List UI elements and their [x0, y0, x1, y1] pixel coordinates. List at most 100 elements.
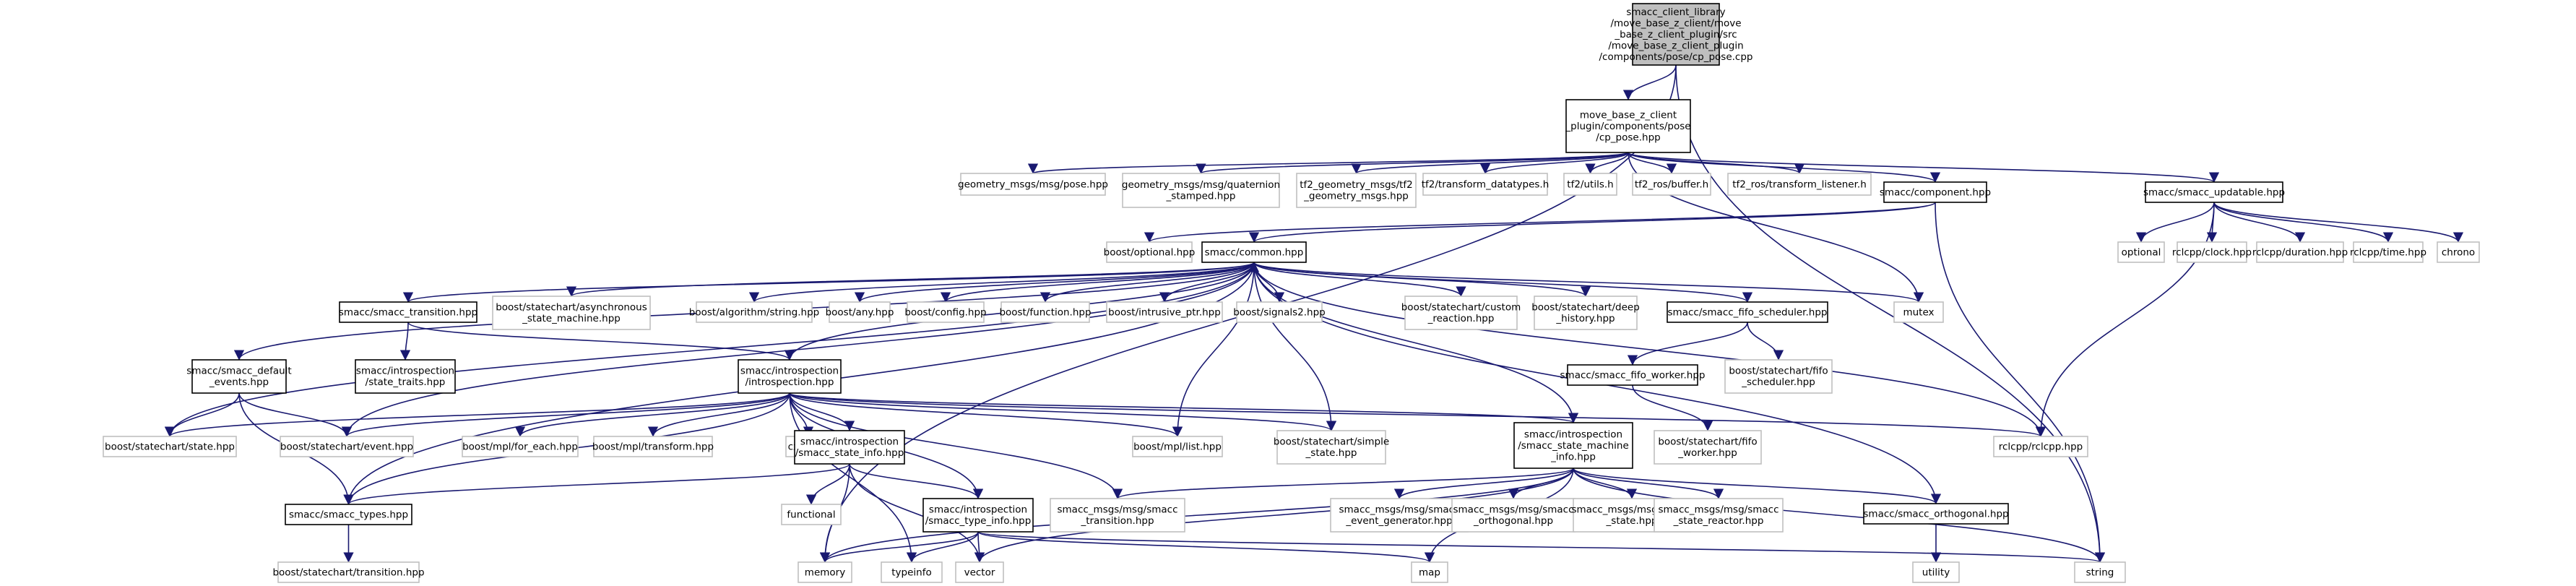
- node-label-line: boost/statechart/simple: [1274, 436, 1389, 448]
- node-box: [277, 561, 420, 583]
- node-boost-optional: boost/optional.hpp: [1104, 241, 1196, 263]
- node-tf2-transform-datatypes: tf2/transform_datatypes.h: [1422, 173, 1549, 196]
- node-tf2-ros-listener: tf2_ros/transform_listener.h: [1727, 173, 1872, 196]
- edge-sm_info-to-orthogonal_hpp: [1573, 467, 1941, 504]
- node-state-traits[interactable]: smacc/introspection/state_traits.hpp: [355, 359, 456, 394]
- node-introspection-hpp[interactable]: smacc/introspection/introspection.hpp: [738, 359, 842, 394]
- node-fifo-scheduler[interactable]: smacc/smacc_fifo_scheduler.hpp: [1667, 301, 1828, 323]
- node-common-hpp[interactable]: smacc/common.hpp: [1201, 241, 1307, 263]
- node-label-line: smacc_msgs/msg/smacc: [1058, 504, 1178, 516]
- node-box: [1893, 301, 1944, 323]
- node-label-line: smacc/smacc_default: [186, 366, 291, 377]
- node-rclcpp-clock: rclcpp/clock.hpp: [2172, 241, 2252, 263]
- edges-layer: [164, 64, 2464, 563]
- node-box: [1411, 561, 1448, 583]
- node-functional: functional: [781, 504, 842, 525]
- node-chrono: chrono: [2437, 241, 2480, 263]
- node-box: [1883, 181, 1987, 203]
- node-type-info[interactable]: smacc/introspection/smacc_type_info.hpp: [922, 498, 1034, 533]
- node-box: [2074, 561, 2126, 583]
- node-smacc-types[interactable]: smacc/smacc_types.hpp: [285, 504, 412, 525]
- edge-type_info-to-string: [977, 531, 2105, 563]
- node-box: [1422, 173, 1548, 196]
- node-box: [794, 430, 905, 465]
- node-label-line: _history.hpp: [1555, 313, 1615, 324]
- node-label-line: smacc/smacc_fifo_worker.hpp: [1560, 369, 1706, 381]
- node-box: [1654, 430, 1762, 465]
- node-label-line: _event_generator.hpp: [1345, 515, 1452, 527]
- node-root[interactable]: smacc_client_library/move_base_z_client/…: [1599, 3, 1753, 66]
- node-label-line: boost/statechart/state.hpp: [105, 441, 235, 452]
- node-box: [593, 436, 713, 457]
- node-label-line: boost/mpl/for_each.hpp: [462, 441, 578, 452]
- node-label-line: /components/pose/cp_pose.cpp: [1599, 51, 1753, 63]
- node-sm-info[interactable]: smacc/introspection/smacc_state_machine_…: [1513, 422, 1633, 469]
- edge-common_hpp-to-fifo_scheduler: [1253, 262, 1752, 303]
- edge-introspection_hpp-to-typeinfo: [789, 392, 917, 563]
- node-box: [1654, 498, 1784, 533]
- edge-fifo_worker-to-boost_fifo_worker: [1632, 384, 1713, 431]
- node-label-line: boost/statechart/custom: [1401, 302, 1521, 314]
- node-default-events[interactable]: smacc/smacc_default_events.hpp: [186, 359, 292, 394]
- edge-updatable_hpp-to-rclcpp_hpp: [2035, 202, 2215, 437]
- edge-introspection_hpp-to-boost_mpl_transform: [647, 392, 790, 437]
- edge-type_info-to-typeinfo: [906, 531, 979, 563]
- edge-common_hpp-to-sm_info: [1253, 262, 1579, 423]
- edge-updatable_hpp-to-chrono: [2213, 202, 2464, 243]
- edge-introspection_hpp-to-state_info: [789, 392, 855, 431]
- node-box: [191, 359, 287, 394]
- node-label-line: boost/statechart/asynchronous: [496, 302, 647, 314]
- edge-smacc_transition-to-state_traits: [399, 322, 411, 361]
- edge-common_hpp-to-boost_function: [1040, 262, 1255, 303]
- node-label-line: rclcpp/clock.hpp: [2172, 246, 2252, 258]
- node-label-line: smacc/smacc_updatable.hpp: [2143, 186, 2285, 198]
- node-box: [462, 436, 579, 457]
- node-label-line: boost/optional.hpp: [1104, 246, 1196, 258]
- node-label-line: smacc/introspection: [929, 504, 1027, 516]
- node-orthogonal-hpp[interactable]: smacc/smacc_orthogonal.hpp: [1863, 503, 2009, 525]
- edge-cp_pose_hpp-to-tf2_geom: [1351, 152, 1629, 174]
- node-label-line: boost/statechart/transition.hpp: [272, 566, 424, 578]
- node-tf2-ros-buffer: tf2_ros/buffer.h: [1632, 173, 1711, 196]
- node-label-line: memory: [805, 566, 845, 578]
- node-updatable-hpp[interactable]: smacc/smacc_updatable.hpp: [2143, 181, 2285, 203]
- node-box: [2177, 241, 2247, 263]
- node-label-line: smacc/smacc_fifo_scheduler.hpp: [1668, 306, 1828, 318]
- edge-common_hpp-to-boost_event: [341, 262, 1255, 437]
- node-label-line: boost/statechart/fifo: [1658, 436, 1757, 448]
- node-box: [1404, 296, 1518, 330]
- node-box: [1201, 241, 1307, 263]
- node-msg-orthogonal: smacc_msgs/msg/smacc_orthogonal.hpp: [1451, 498, 1576, 533]
- node-mutex: mutex: [1893, 301, 1944, 323]
- node-box: [339, 301, 477, 323]
- edge-updatable_hpp-to-rclcpp_duration: [2213, 202, 2306, 243]
- node-box: [960, 173, 1106, 196]
- node-label-line: utility: [1922, 566, 1950, 578]
- edge-default_events-to-boost_state: [164, 392, 240, 437]
- edge-state_info-to-functional: [805, 463, 850, 505]
- node-label-line: smacc/introspection: [1524, 428, 1622, 440]
- edge-sm_info-to-vector: [974, 467, 1574, 563]
- node-label-line: boost/statechart/fifo: [1729, 366, 1828, 377]
- node-component-hpp[interactable]: smacc/component.hpp: [1880, 181, 1991, 203]
- node-box: [1513, 422, 1633, 469]
- edge-cp_pose_hpp-to-updatable_hpp: [1628, 152, 2219, 183]
- node-label-line: boost/config.hpp: [904, 306, 986, 318]
- edge-common_hpp-to-boost_state: [164, 262, 1255, 437]
- edge-introspection_hpp-to-msg_transition: [789, 392, 1123, 499]
- node-vector: vector: [955, 561, 1004, 583]
- edge-common_hpp-to-boost_mpl_list: [1172, 262, 1255, 437]
- node-label-line: move_base_z_client: [1580, 109, 1677, 121]
- node-state-info[interactable]: smacc/introspection/smacc_state_info.hpp: [794, 430, 905, 465]
- node-box: [280, 436, 414, 457]
- node-label-line: _events.hpp: [209, 376, 269, 388]
- node-box: [738, 359, 842, 394]
- node-geom-pose: geometry_msgs/msg/pose.hpp: [958, 173, 1108, 196]
- node-tf2-geom: tf2_geometry_msgs/tf2_geometry_msgs.hpp: [1296, 173, 1417, 208]
- node-cp-pose-hpp[interactable]: move_base_z_client_plugin/components/pos…: [1565, 99, 1691, 153]
- node-box: [907, 301, 985, 323]
- node-smacc-transition[interactable]: smacc/smacc_transition.hpp: [339, 301, 477, 323]
- edge-sm_info-to-msg_event_gen: [1393, 467, 1574, 499]
- node-box: [1863, 503, 2009, 525]
- node-fifo-worker[interactable]: smacc/smacc_fifo_worker.hpp: [1560, 364, 1706, 386]
